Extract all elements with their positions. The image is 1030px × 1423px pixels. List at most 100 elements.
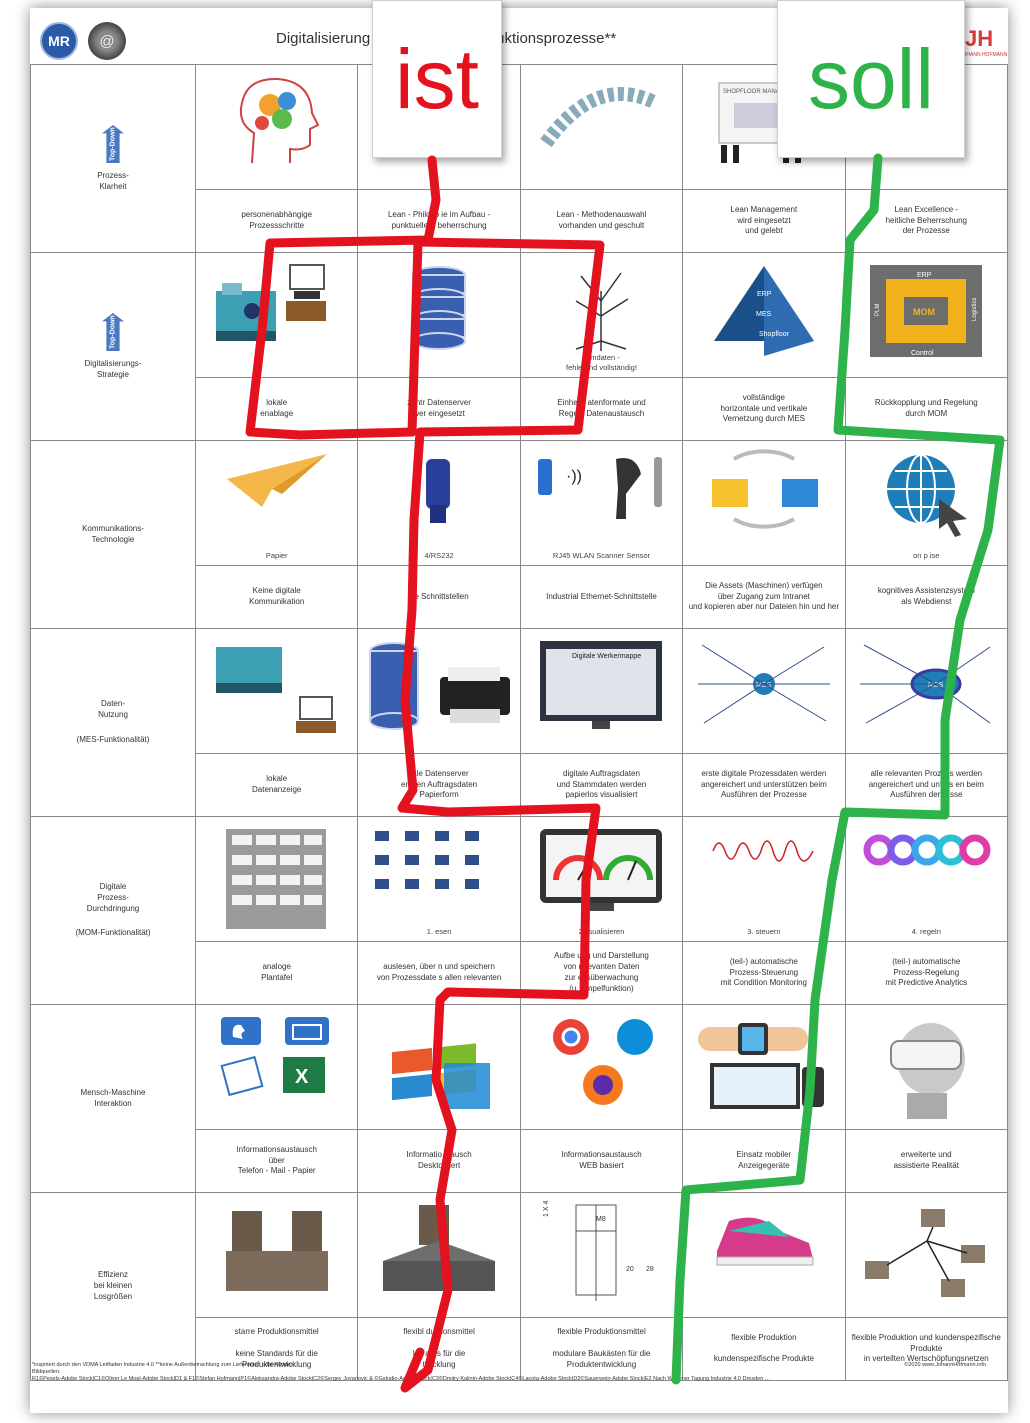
illustration-r6c1-icon: X <box>196 1013 357 1117</box>
illustration-label: 3. steuern <box>747 926 781 936</box>
illustration-cell-r2c3: S mdaten - fehlerf nd vollständig! <box>519 252 684 378</box>
jh-logo: JH <box>965 26 994 51</box>
caption-cell-r5c3: Aufbe ung und Darstellung von relevanten… <box>519 941 684 1005</box>
row-header-content: Kommunikations-Technologie <box>31 524 195 546</box>
footer-sources: R1©Pexels-Adobe Stock|C1©Oliver Le Moal-… <box>32 1376 771 1383</box>
ist-sign: ist <box>372 0 502 158</box>
top-down-arrow-icon: Top-Down <box>102 313 124 351</box>
illustration-cell-r4c2 <box>357 628 521 754</box>
caption-text: Informatio stausch Deskto siert <box>406 1150 472 1170</box>
row-header-line: (MES-Funktionalität) <box>76 734 150 744</box>
illustration-r5c1-icon <box>196 825 357 939</box>
svg-text:Shopfloor: Shopfloor <box>759 331 790 338</box>
illustration-r4c1-icon <box>196 637 357 741</box>
caption-text: digitale Auftragsdaten und Stammdaten we… <box>556 768 647 800</box>
row-header-line: Kommunikations- <box>82 523 144 533</box>
illustration-cell-r6c4 <box>682 1004 846 1130</box>
illustration-cell-r5c2: 1. esen <box>357 816 521 942</box>
illustration-cell-r7c1 <box>194 1192 359 1318</box>
illustration-cell-r7c5 <box>844 1192 1009 1318</box>
illustration-label: Papier <box>265 550 288 560</box>
illustration-cell-r3c1: Papier <box>194 440 359 566</box>
caption-text: auslesen, über n und speichern von Proze… <box>376 962 502 982</box>
svg-text:SHOPFLOOR MANAGEMENT: SHOPFLOOR MANAGEMENT <box>723 89 806 95</box>
row-header-line: Durchdringung <box>86 903 140 913</box>
row-header-content: Daten-Nutzung(MES-Funktionalität) <box>31 699 195 745</box>
row-header-line: Digitale <box>99 881 127 891</box>
caption-cell-r4c3: digitale Auftragsdaten und Stammdaten we… <box>519 753 684 817</box>
caption-text: Rückkopplung und Regelung durch MOM <box>874 398 978 418</box>
caption-cell-r1c5: Lean Excellence - heitliche Beherrschung… <box>844 189 1009 253</box>
caption-text: Die Assets (Maschinen) verfügen über Zug… <box>688 580 840 612</box>
caption-text: Lean Excellence - heitliche Beherrschung… <box>885 204 967 236</box>
caption-text: Keine digitale Kommunikation <box>249 586 305 606</box>
caption-text: (teil-) automatische Prozess-Regelung mi… <box>885 956 968 988</box>
illustration-cell-r4c1 <box>194 628 359 754</box>
caption-text: alle relevanten Prozess werden angereich… <box>868 768 984 800</box>
illustration-cell-r1c3 <box>519 64 684 190</box>
svg-text:20: 20 <box>626 1266 634 1273</box>
illustration-r6c3-icon <box>521 1013 682 1117</box>
illustration-cell-r7c4 <box>682 1192 846 1318</box>
illustration-cell-r6c3 <box>519 1004 684 1130</box>
caption-cell-r3c2: Fe Schnittstellen <box>357 565 521 629</box>
illustration-r1c3-icon <box>521 73 682 157</box>
svg-text:Control: Control <box>911 350 934 357</box>
jh-logo-subtitle: JOHANN HOFMANN <box>960 52 1008 58</box>
illustration-r1c1-icon <box>196 73 357 172</box>
caption-cell-r4c2: rale Datenserver en gen Auftragsdaten Pa… <box>357 753 521 817</box>
svg-text:M8: M8 <box>596 1216 606 1223</box>
row-header-line: Prozess- <box>97 170 129 180</box>
caption-cell-r5c5: (teil-) automatische Prozess-Regelung mi… <box>844 941 1009 1005</box>
caption-text: erste digitale Prozessdaten werden anger… <box>700 768 827 800</box>
svg-text:MOM: MOM <box>913 307 935 317</box>
row-header-line: Interaktion <box>94 1098 132 1108</box>
illustration-cell-r3c2: 4/RS232 <box>357 440 521 566</box>
row-header-line: Digitalisierungs- <box>84 358 142 368</box>
illustration-cell-r1c1 <box>194 64 359 190</box>
caption-cell-r6c1: Informationsaustausch über Telefon - Mai… <box>194 1129 359 1193</box>
illustration-label: RJ45 WLAN Scanner Sensor <box>552 550 651 560</box>
illustration-r6c2-icon <box>358 1013 519 1117</box>
illustration-label: 1. esen <box>426 926 452 936</box>
caption-text: rale Datenserver en gen Auftragsdaten Pa… <box>401 768 478 800</box>
caption-text: lokale Datenanzeige <box>252 774 302 794</box>
illustration-r4c4-icon: MES <box>683 637 844 736</box>
illustration-r3c3-icon: ·)) <box>521 449 682 533</box>
caption-cell-r6c5: erweiterte und assistierte Realität <box>844 1129 1009 1193</box>
illustration-r7c1-icon <box>196 1201 357 1305</box>
illustration-r4c3-icon: Digitale Werkermappe <box>521 637 682 736</box>
illustration-cell-r5c3: 2. isualisieren <box>519 816 684 942</box>
illustration-r6c4-icon <box>683 1013 844 1117</box>
illustration-r5c3-icon <box>521 825 682 919</box>
row-header-line: Nutzung <box>98 710 128 720</box>
svg-text:X: X <box>295 1066 309 1088</box>
svg-text:·)): ·)) <box>566 468 582 485</box>
row-header-line: Prozess- <box>97 892 129 902</box>
illustration-cell-r2c2 <box>357 252 521 378</box>
illustration-label: on p ise <box>913 550 940 560</box>
illustration-r4c2-icon <box>358 637 519 741</box>
svg-text:28: 28 <box>646 1266 654 1273</box>
caption-cell-r4c1: lokale Datenanzeige <box>194 753 359 817</box>
illustration-label: S mdaten - fehlerf nd vollständig! <box>566 352 637 372</box>
caption-text: Lean - Philoso ie im Aufbau - punktuelle… <box>387 210 491 230</box>
gear-at-logo-icon: @ <box>88 22 126 60</box>
illustration-cell-r5c4: 3. steuern <box>682 816 846 942</box>
row-header-line: Strategie <box>96 369 130 379</box>
caption-cell-r1c1: personenabhängige Prozessschritte <box>194 189 359 253</box>
footer-copyright: ©2020 www.JohannHofmann.info <box>904 1362 986 1368</box>
